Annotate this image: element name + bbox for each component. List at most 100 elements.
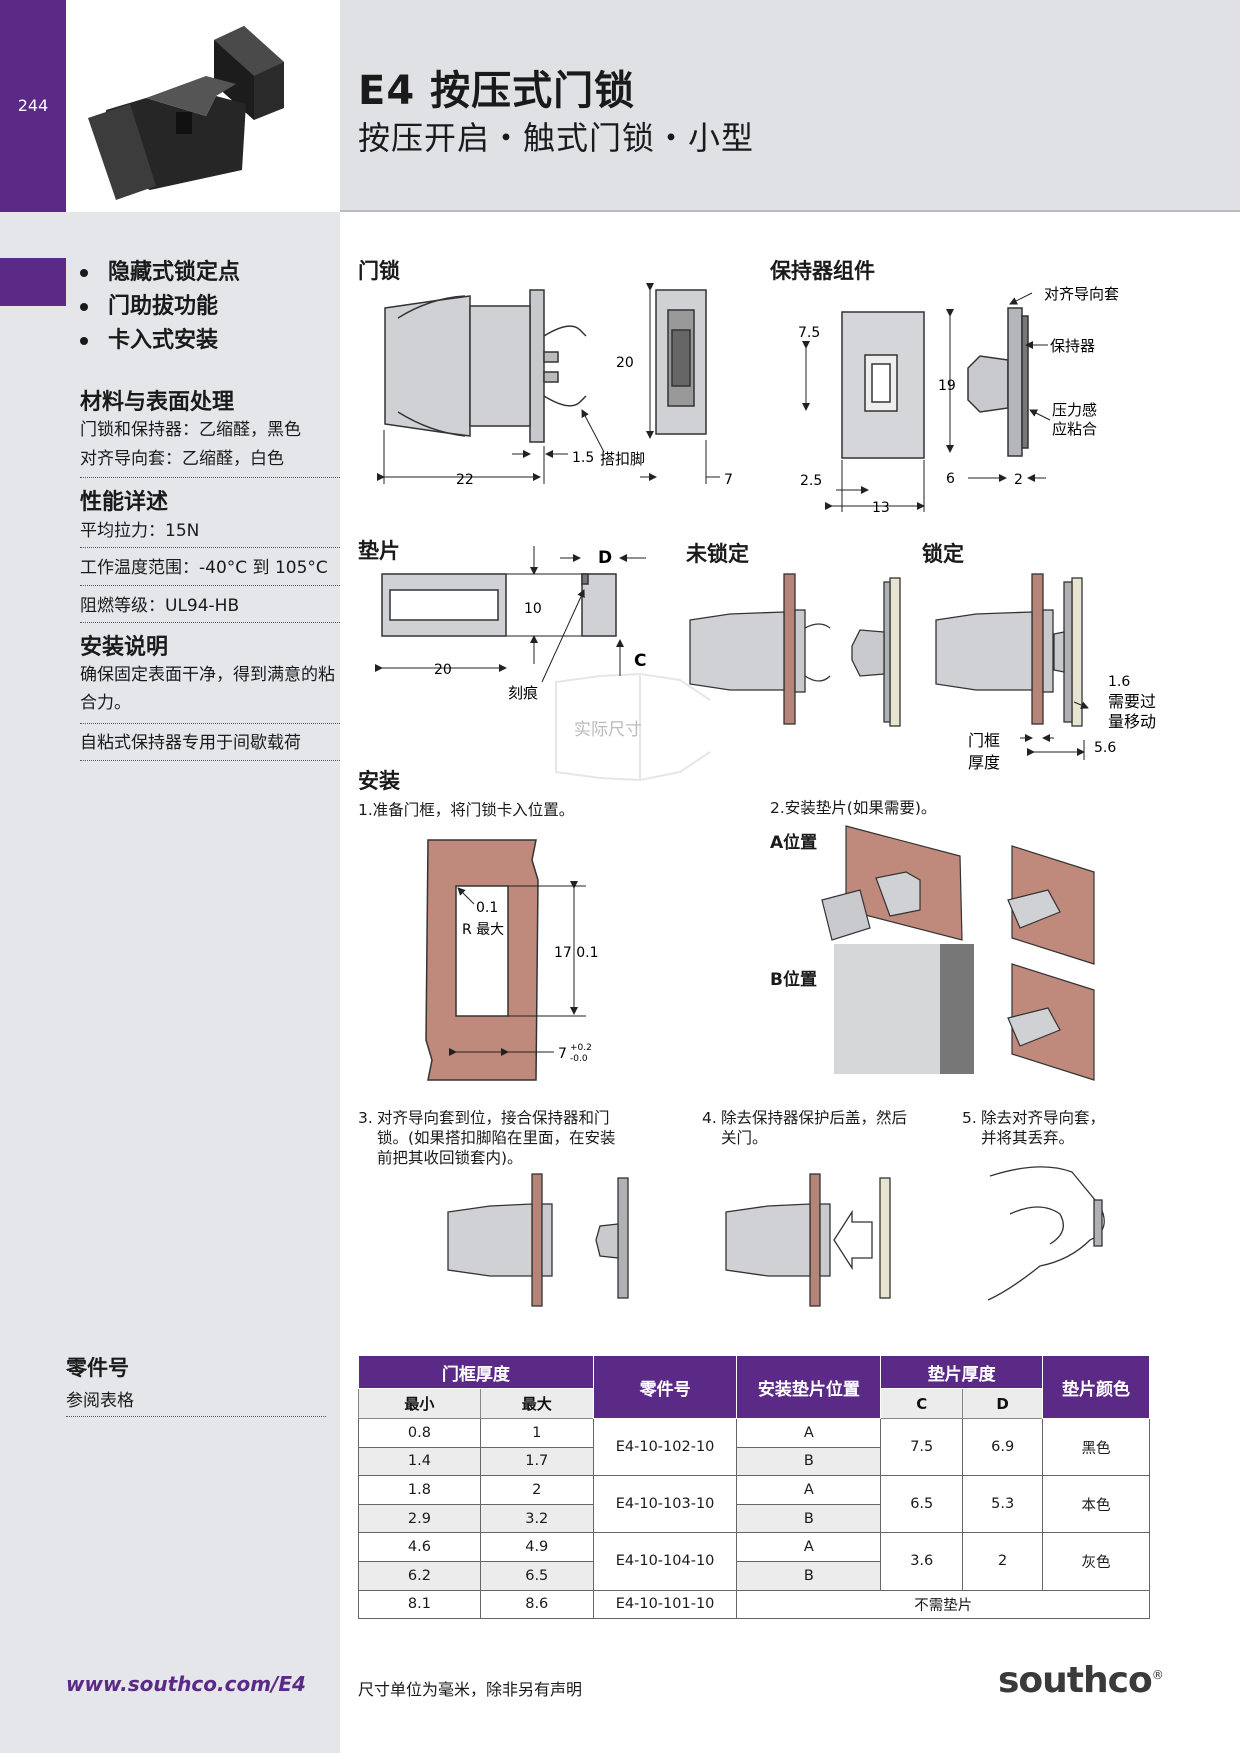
latch-leg-label: 搭扣脚: [600, 450, 645, 468]
locked-heading: 锁定: [922, 542, 964, 566]
actual-size-label: 实际尺寸: [574, 720, 642, 740]
divider: [80, 585, 340, 586]
frame-thickness-label-2: 厚度: [968, 753, 1000, 772]
retainer-label: 保持器: [1050, 337, 1095, 355]
retainer-dim-6: 6: [946, 471, 955, 487]
header-shim-position: 安装垫片位置: [736, 1355, 882, 1419]
no-shim-note: 不需垫片: [736, 1589, 1150, 1620]
overtravel-label-1: 需要过: [1108, 692, 1156, 711]
latch-dim-20: 20: [616, 355, 634, 371]
score-label: 刻痕: [508, 684, 538, 702]
table-row: 2.9 3.2 B: [358, 1503, 1150, 1534]
header-part-number: 零件号: [592, 1355, 738, 1419]
table-row: 1.4 1.7 B: [358, 1446, 1150, 1477]
locked-dim-1-6: 1.6: [1108, 674, 1130, 690]
step1-text: 1.准备门框，将门锁卡入位置。: [358, 801, 575, 819]
latch-dim-1-5: 1.5: [572, 450, 594, 466]
cutout-radius: 0.1: [476, 900, 498, 916]
retainer-dim-7-5: 7.5: [798, 325, 820, 341]
guide-label: 对齐导向套: [1044, 285, 1119, 303]
adhesive-label-1: 压力感: [1052, 401, 1097, 419]
retainer-dim-19: 19: [938, 378, 956, 394]
actual-size-outline: [555, 672, 711, 782]
divider: [80, 760, 340, 761]
step4-number: 4.: [702, 1109, 717, 1127]
page-number: 244: [17, 96, 49, 115]
cutout-radius-max: R 最大: [462, 922, 504, 938]
install-heading: 安装说明: [80, 635, 169, 660]
performance-line: 工作温度范围：-40°C 到 105°C: [80, 558, 328, 578]
step4-text: 除去保持器保护后盖，然后 关门。: [721, 1109, 908, 1147]
divider: [80, 477, 340, 478]
divider: [80, 547, 340, 548]
retainer-heading: 保持器组件: [770, 259, 875, 283]
retainer-drawing: [841, 307, 1029, 459]
performance-line: 阻燃等级：UL94-HB: [80, 596, 240, 616]
shim-position-b-edge: [940, 944, 974, 1074]
latch-drawing: [384, 289, 707, 443]
materials-line: 门锁和保持器：乙缩醛，黑色: [80, 420, 301, 440]
header-d: D: [962, 1388, 1044, 1419]
step3-drawing: [447, 1173, 629, 1307]
website-link[interactable]: www.southco.com/E4: [66, 1672, 306, 1696]
step5-number: 5.: [962, 1109, 977, 1127]
part-number-cell: E4-10-103-10: [592, 1475, 738, 1534]
unlocked-heading: 未锁定: [686, 542, 749, 566]
cutout-height: 17 0.1: [554, 945, 599, 961]
position-a-label: A位置: [770, 833, 818, 853]
feature-item: 隐藏式锁定点: [80, 254, 240, 286]
header-max: 最大: [479, 1388, 594, 1419]
install-note: 自粘式保持器专用于间歇载荷: [80, 733, 301, 753]
cutout-width: 7: [558, 1046, 567, 1062]
header-c: C: [880, 1388, 964, 1419]
step5-text: 除去对齐导向套， 并将其丢弃。: [981, 1109, 1106, 1147]
header-frame-thickness: 门框厚度: [358, 1355, 594, 1389]
units-note: 尺寸单位为毫米，除非另有声明: [358, 1680, 583, 1699]
latch-heading: 门锁: [358, 259, 400, 283]
latch-dim-22: 22: [456, 472, 474, 488]
parts-heading: 零件号: [66, 1356, 129, 1380]
shim-heading: 垫片: [358, 539, 400, 563]
table-row: 1.8 2 E4-10-103-10 A 6.5 5.3 本色: [358, 1475, 1150, 1534]
shim-dimensions: [375, 546, 646, 683]
latch-dimensions: [377, 283, 720, 484]
locked-drawing: [935, 573, 1083, 727]
part-number-cell: E4-10-102-10: [592, 1417, 738, 1477]
cutout-tol-plus: +0.2: [570, 1043, 592, 1053]
retainer-dim-2-5: 2.5: [800, 473, 822, 489]
shim-position-b-drawing: [1007, 963, 1095, 1081]
retainer-dimensions: [802, 292, 1051, 512]
parts-table: 门框厚度 零件号 安装垫片位置 垫片厚度 垫片颜色 最小 最大 C D 0.8 …: [358, 1355, 1150, 1620]
cutout-dimensions: [449, 881, 586, 1056]
position-b-label: B位置: [770, 970, 817, 990]
adhesive-label-2: 应粘合: [1052, 420, 1097, 438]
header-shim-color: 垫片颜色: [1042, 1355, 1150, 1419]
performance-line: 平均拉力：15N: [80, 521, 200, 541]
feature-item: 门助拔功能: [80, 288, 218, 320]
page-subtitle: 按压开启・触式门锁・小型: [358, 119, 755, 157]
shim-dim-20: 20: [434, 662, 452, 678]
header-band: [340, 0, 1240, 212]
cutout-tol-minus: -0.0: [570, 1054, 588, 1064]
divider: [80, 723, 340, 724]
bullet-icon: [80, 269, 88, 277]
sidebar-accent-marker: [0, 258, 66, 306]
technical-drawings: 20 22 1.5 7 搭扣脚 7.5 19 2.5 13 6 2 对齐导向套 …: [375, 283, 1156, 1307]
table-row: 4.6 4.9 E4-10-104-10 A 3.6 2 灰色: [358, 1532, 1150, 1591]
overtravel-label-2: 量移动: [1108, 712, 1156, 731]
brand-logo: southco®: [998, 1660, 1164, 1701]
product-photo: [66, 0, 340, 212]
header-shim-thickness: 垫片厚度: [880, 1355, 1044, 1389]
part-number-cell: E4-10-104-10: [592, 1532, 738, 1591]
unlocked-drawing: [689, 573, 901, 727]
parts-subtext: 参阅表格: [66, 1391, 134, 1411]
installation-heading: 安装: [358, 769, 400, 793]
header-min: 最小: [358, 1388, 481, 1419]
table-row: 8.1 8.6 E4-10-101-10 不需垫片: [358, 1589, 1150, 1620]
sidebar: [0, 212, 340, 1753]
divider: [66, 1416, 326, 1417]
install-note: 确保固定表面干净，得到满意的粘合力。: [80, 665, 335, 713]
retainer-dim-2: 2: [1014, 472, 1023, 488]
materials-line: 对齐导向套：乙缩醛，白色: [80, 449, 284, 469]
materials-heading: 材料与表面处理: [80, 390, 235, 415]
